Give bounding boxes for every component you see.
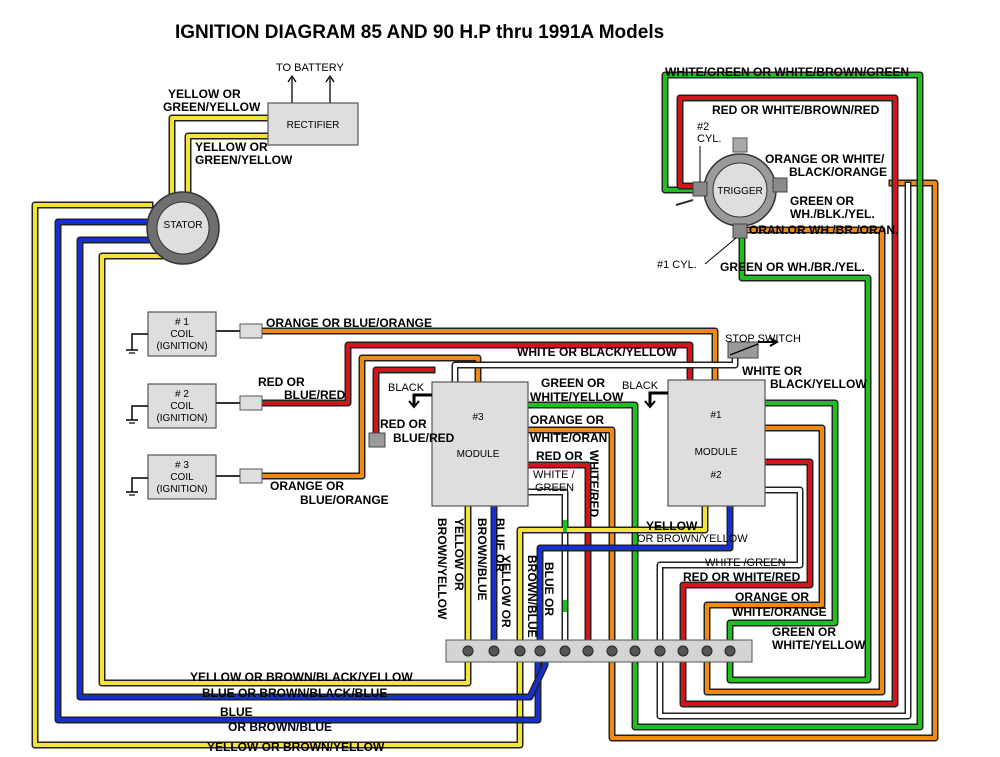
coil1-num: # 1 <box>175 317 189 328</box>
module-1-box <box>667 379 766 507</box>
module3-name: MODULE <box>457 449 500 460</box>
label-yellow-or-v: YELLOW OR <box>499 555 513 628</box>
label-coil1-wire: ORANGE OR BLUE/ORANGE <box>266 316 432 330</box>
to-battery-label: TO BATTERY <box>276 62 345 74</box>
label-green-or-r: GREEN OR <box>772 625 836 639</box>
rectifier-label: RECTIFIER <box>287 120 340 131</box>
label-green-or-m: GREEN OR <box>541 376 605 390</box>
label-black-2: BLACK <box>622 380 659 392</box>
label-coil3-wire-2: BLUE/ORANGE <box>300 493 389 507</box>
module3-ground <box>412 393 432 405</box>
label-coil2-wire-1: RED OR <box>258 375 305 389</box>
label-green-wh-br-yel: GREEN OR WH./BR./YEL. <box>720 260 865 274</box>
terminal-block <box>445 639 753 663</box>
coil2-word: COIL <box>170 401 194 412</box>
label-bottom-5: YELLOW OR BROWN/YELLOW <box>207 740 385 754</box>
label-white-red-vert: WHITE/RED <box>587 450 601 518</box>
label-white-yellow-m: WHITE/YELLOW <box>530 390 624 404</box>
label-white-blk-yel-top: WHITE OR BLACK/YELLOW <box>517 345 678 359</box>
coil1-word: COIL <box>170 329 194 340</box>
coil3-ign: (IGNITION) <box>156 484 207 495</box>
module1-name: MODULE <box>695 447 738 458</box>
label-white-green-m1: WHITE / <box>533 469 575 481</box>
terminal-screws <box>462 645 736 657</box>
label-brown-blue-v2: BROWN/BLUE <box>525 555 539 638</box>
label-bottom-3: BLUE <box>220 705 253 719</box>
label-blue-red-m3: BLUE/RED <box>393 431 455 445</box>
label-green-or-trig: GREEN OR <box>790 194 854 208</box>
stator-core <box>156 201 210 255</box>
label-yellow-r: YELLOW <box>646 519 698 533</box>
coil1-ign: (IGNITION) <box>156 341 207 352</box>
label-bottom-4: OR BROWN/BLUE <box>228 720 332 734</box>
label-white-orange-r: WHITE/ORANGE <box>732 605 827 619</box>
label-orange-or-m3: ORANGE OR <box>530 413 604 427</box>
stator-label: STATOR <box>164 220 203 231</box>
coil-1: # 1 COIL (IGNITION) <box>126 311 263 357</box>
label-white-or-stop: WHITE OR <box>742 364 802 378</box>
label-bottom-1: YELLOW OR BROWN/BLACK/YELLOW <box>190 670 413 684</box>
label-black-1: BLACK <box>388 382 425 394</box>
label-yellow-v2: YELLOW OR <box>452 518 466 591</box>
label-green-yellow-1: GREEN/YELLOW <box>163 100 261 114</box>
cyl1-label: #1 CYL. <box>657 259 697 271</box>
red-connector <box>368 432 386 448</box>
coil2-ign: (IGNITION) <box>156 413 207 424</box>
label-red-white-brown-red: RED OR WHITE/BROWN/RED <box>712 103 880 117</box>
coil3-num: # 3 <box>175 460 189 471</box>
trigger-label: TRIGGER <box>717 186 763 197</box>
cyl2-word: CYL. <box>697 133 721 145</box>
label-white-green-m2: GREEN <box>535 482 574 494</box>
label-yellow-v1: BROWN/YELLOW <box>435 518 449 620</box>
label-white-yellow-r: WHITE/YELLOW <box>772 638 866 652</box>
label-wh-blk-yel: WH./BLK./YEL. <box>790 207 875 221</box>
label-bottom-2: BLUE OR BROWN/BLACK/BLUE <box>202 686 387 700</box>
label-oran-or: ORAN.OR WH./BR./ORAN. <box>749 223 898 237</box>
to-battery-arrows <box>287 74 335 103</box>
label-orange-white-1: ORANGE OR WHITE/ <box>765 152 885 166</box>
coil3-word: COIL <box>170 472 194 483</box>
label-blue-or-v2: BLUE OR <box>542 562 556 616</box>
module3-num: #3 <box>472 412 484 423</box>
module1-sub: #2 <box>710 470 722 481</box>
coil-3: # 3 COIL (IGNITION) <box>126 454 263 500</box>
wire-stripes <box>563 73 922 729</box>
wires <box>31 71 939 749</box>
label-white-green-r: WHITE /GREEN <box>705 557 786 569</box>
stop-switch-label: STOP SWITCH <box>725 333 801 345</box>
label-black-yellow-stop: BLACK/YELLOW <box>770 377 867 391</box>
label-yellow-or-2: YELLOW OR <box>195 140 268 154</box>
label-red-or-m3: RED OR <box>380 417 427 431</box>
label-coil2-wire-2: BLUE/RED <box>284 388 346 402</box>
module-3-box <box>431 381 529 507</box>
module1-num: #1 <box>710 410 722 421</box>
label-red-or-m3r: RED OR <box>536 449 583 463</box>
label-orange-white-2: BLACK/ORANGE <box>789 165 887 179</box>
label-orange-or-r: ORANGE OR <box>735 590 809 604</box>
label-blue-or-v: BLUE OR <box>493 518 507 572</box>
label-green-yellow-2: GREEN/YELLOW <box>195 153 293 167</box>
label-brown-blue-v: BROWN/BLUE <box>475 518 489 601</box>
label-red-white-red-r: RED OR WHITE/RED <box>683 570 801 584</box>
coil-2: # 2 COIL (IGNITION) <box>126 383 263 429</box>
diagram-title: IGNITION DIAGRAM 85 AND 90 H.P thru 1991… <box>175 22 664 43</box>
label-or-brown-yellow-r: OR BROWN/YELLOW <box>637 533 748 545</box>
label-white-oran-m3: WHITE/ORAN <box>530 431 607 445</box>
label-yellow-or-1: YELLOW OR <box>168 87 241 101</box>
module1-ground <box>648 391 668 405</box>
cyl2-num: #2 <box>697 121 709 133</box>
label-white-green-top: WHITE/GREEN OR WHITE/BROWN/GREEN <box>665 65 909 79</box>
rectifier-box <box>267 102 359 146</box>
coil2-num: # 2 <box>175 389 189 400</box>
label-coil3-wire-1: ORANGE OR <box>270 479 344 493</box>
